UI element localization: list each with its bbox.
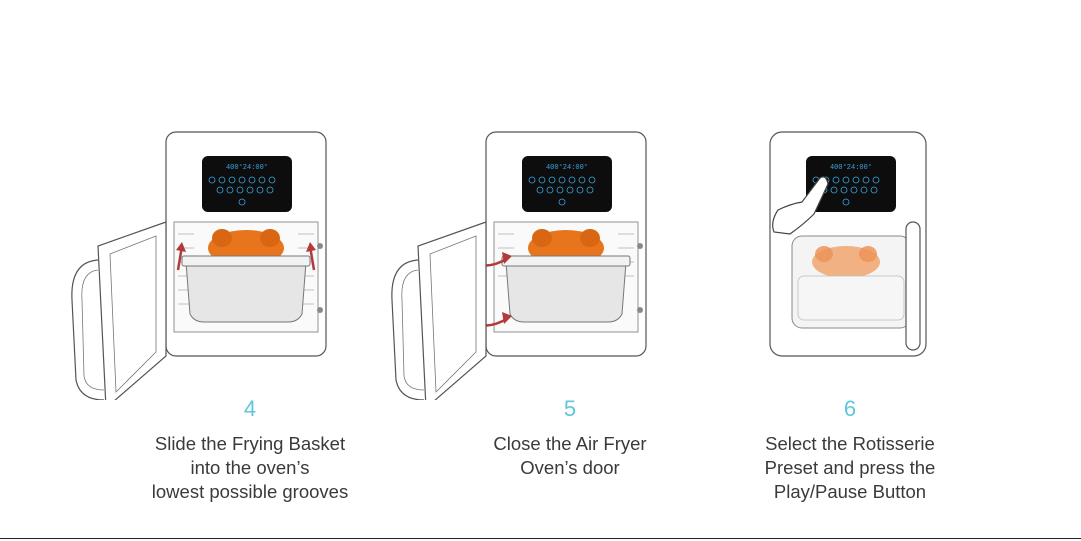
door-handle xyxy=(906,222,920,350)
air-fryer-closed-illustration: 400°24:00° xyxy=(670,0,1030,400)
step-description: Slide the Frying Basket into the oven’s … xyxy=(70,432,430,504)
step-number: 4 xyxy=(70,396,430,422)
display-readout: 400°24:00° xyxy=(830,163,872,172)
step-4-panel: 400°24:00° xyxy=(70,0,430,541)
step-description: Select the Rotisserie Preset and press t… xyxy=(670,432,1030,504)
display-readout: 400°24:00° xyxy=(226,163,268,172)
step-number: 6 xyxy=(670,396,1030,422)
frying-basket xyxy=(506,262,626,322)
step-6-panel: 400°24:00° 6 Select the Rotisserie Prese… xyxy=(670,0,1030,541)
bottom-divider xyxy=(0,538,1081,539)
display-readout: 400°24:00° xyxy=(546,163,588,172)
frying-basket xyxy=(186,262,306,322)
air-fryer-open-door-illustration: 400°24:00° xyxy=(70,0,430,400)
